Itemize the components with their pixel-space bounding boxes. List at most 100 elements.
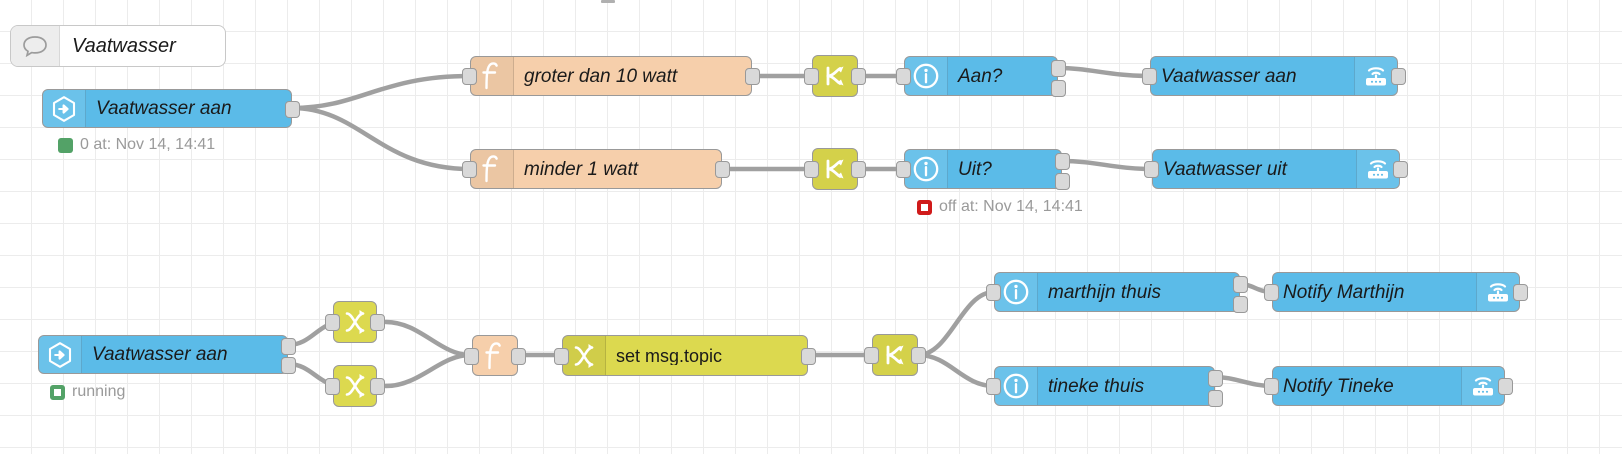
output-port[interactable] bbox=[370, 378, 385, 395]
node-call-service-notify-marthijn[interactable]: Notify Marthijn bbox=[1264, 272, 1528, 312]
node-function-minder-1-watt[interactable]: minder 1 watt bbox=[462, 149, 730, 189]
status-text: 0 at: Nov 14, 14:41 bbox=[80, 136, 216, 153]
output-port-1[interactable] bbox=[1051, 60, 1066, 77]
output-port[interactable] bbox=[1391, 68, 1406, 85]
hexagon-arrow-icon bbox=[43, 90, 86, 127]
output-port-1[interactable] bbox=[1233, 276, 1248, 293]
status-indicator bbox=[917, 199, 932, 215]
node-label: Notify Tineke bbox=[1283, 376, 1394, 396]
output-port[interactable] bbox=[801, 348, 816, 365]
node-event-vaatwasser-aan-bottom[interactable]: Vaatwasser aan bbox=[38, 335, 296, 374]
output-port-1[interactable] bbox=[281, 338, 296, 355]
node-call-service-vaatwasser-aan[interactable]: Vaatwasser aan bbox=[1142, 56, 1406, 96]
node-change-bottom-2[interactable] bbox=[325, 365, 385, 407]
router-wifi-icon bbox=[1476, 273, 1519, 311]
node-label: Vaatwasser aan bbox=[96, 99, 232, 118]
input-port[interactable] bbox=[864, 347, 879, 364]
node-label: Aan? bbox=[958, 66, 1003, 86]
output-port[interactable] bbox=[715, 161, 730, 178]
input-port[interactable] bbox=[804, 68, 819, 85]
input-port[interactable] bbox=[896, 68, 911, 85]
output-port[interactable] bbox=[1393, 161, 1408, 178]
input-port[interactable] bbox=[986, 284, 1001, 301]
node-label: Uit? bbox=[958, 159, 992, 179]
output-port[interactable] bbox=[1498, 378, 1513, 395]
status-indicator bbox=[58, 137, 73, 153]
input-port[interactable] bbox=[325, 378, 340, 395]
output-port-2[interactable] bbox=[281, 357, 296, 374]
node-label: Notify Marthijn bbox=[1283, 282, 1405, 302]
status-line-uit: off at: Nov 14, 14:41 bbox=[917, 199, 1083, 215]
info-circle-icon bbox=[905, 150, 948, 188]
function-f-icon bbox=[473, 336, 517, 375]
node-event-vaatwasser-aan-top[interactable]: Vaatwasser aan bbox=[42, 89, 300, 128]
input-port[interactable] bbox=[462, 161, 477, 178]
switch-branch-icon bbox=[813, 149, 857, 189]
output-port[interactable] bbox=[911, 347, 926, 364]
status-text: running bbox=[72, 383, 126, 400]
node-switch-top-1[interactable] bbox=[804, 55, 866, 97]
speech-bubble-icon bbox=[11, 26, 60, 66]
input-port[interactable] bbox=[804, 161, 819, 178]
node-current-state-marthijn-thuis[interactable]: marthijn thuis bbox=[986, 272, 1248, 313]
output-port-1[interactable] bbox=[1208, 370, 1223, 387]
node-label: Vaatwasser aan bbox=[92, 345, 228, 364]
comment-label: Vaatwasser bbox=[72, 35, 176, 57]
output-port-2[interactable] bbox=[1051, 80, 1066, 97]
input-port[interactable] bbox=[462, 68, 477, 85]
input-port[interactable] bbox=[986, 378, 1001, 395]
node-call-service-notify-tineke[interactable]: Notify Tineke bbox=[1264, 366, 1513, 406]
output-port-2[interactable] bbox=[1208, 390, 1223, 407]
info-circle-icon bbox=[995, 367, 1038, 405]
input-port[interactable] bbox=[464, 348, 479, 365]
function-f-icon bbox=[471, 150, 514, 188]
change-swap-icon bbox=[334, 366, 376, 406]
output-port[interactable] bbox=[1513, 284, 1528, 301]
node-change-set-msg-topic[interactable]: set msg.topic bbox=[554, 335, 816, 376]
output-port-2[interactable] bbox=[1233, 296, 1248, 313]
node-label: Vaatwasser uit bbox=[1163, 159, 1287, 179]
input-port[interactable] bbox=[554, 348, 569, 365]
comment-node[interactable]: Vaatwasser bbox=[10, 25, 226, 67]
input-port[interactable] bbox=[896, 161, 911, 178]
input-port[interactable] bbox=[1264, 284, 1279, 301]
node-label: set msg.topic bbox=[616, 346, 723, 365]
status-indicator bbox=[50, 384, 65, 400]
change-swap-icon bbox=[334, 302, 376, 342]
output-port-2[interactable] bbox=[1055, 173, 1070, 190]
output-port[interactable] bbox=[370, 314, 385, 331]
router-wifi-icon bbox=[1356, 150, 1399, 188]
input-port[interactable] bbox=[325, 314, 340, 331]
status-line-event-top: 0 at: Nov 14, 14:41 bbox=[58, 137, 215, 153]
hexagon-arrow-icon bbox=[39, 336, 82, 373]
input-port[interactable] bbox=[1142, 68, 1157, 85]
node-label: tineke thuis bbox=[1048, 376, 1145, 396]
function-f-icon bbox=[471, 57, 514, 95]
output-port[interactable] bbox=[285, 101, 300, 118]
node-label: marthijn thuis bbox=[1048, 282, 1161, 302]
status-line-event-bottom: running bbox=[50, 384, 125, 400]
node-switch-top-2[interactable] bbox=[804, 148, 866, 190]
input-port[interactable] bbox=[1144, 161, 1159, 178]
node-current-state-uit[interactable]: Uit? bbox=[896, 149, 1070, 190]
router-wifi-icon bbox=[1461, 367, 1504, 405]
node-change-bottom-1[interactable] bbox=[325, 301, 385, 343]
node-label: groter dan 10 watt bbox=[524, 66, 678, 86]
node-current-state-aan[interactable]: Aan? bbox=[896, 56, 1066, 97]
output-port[interactable] bbox=[745, 68, 760, 85]
switch-branch-icon bbox=[873, 335, 917, 375]
node-function-bottom[interactable] bbox=[464, 335, 526, 376]
output-port[interactable] bbox=[851, 161, 866, 178]
node-label: minder 1 watt bbox=[524, 159, 639, 179]
node-function-groter-dan-10-watt[interactable]: groter dan 10 watt bbox=[462, 56, 760, 96]
node-call-service-vaatwasser-uit[interactable]: Vaatwasser uit bbox=[1144, 149, 1408, 189]
input-port[interactable] bbox=[1264, 378, 1279, 395]
status-text: off at: Nov 14, 14:41 bbox=[939, 198, 1083, 215]
node-switch-bottom[interactable] bbox=[864, 334, 926, 376]
output-port-1[interactable] bbox=[1055, 153, 1070, 170]
change-swap-icon bbox=[563, 336, 606, 375]
output-port[interactable] bbox=[511, 348, 526, 365]
output-port[interactable] bbox=[851, 68, 866, 85]
node-current-state-tineke-thuis[interactable]: tineke thuis bbox=[986, 366, 1223, 407]
